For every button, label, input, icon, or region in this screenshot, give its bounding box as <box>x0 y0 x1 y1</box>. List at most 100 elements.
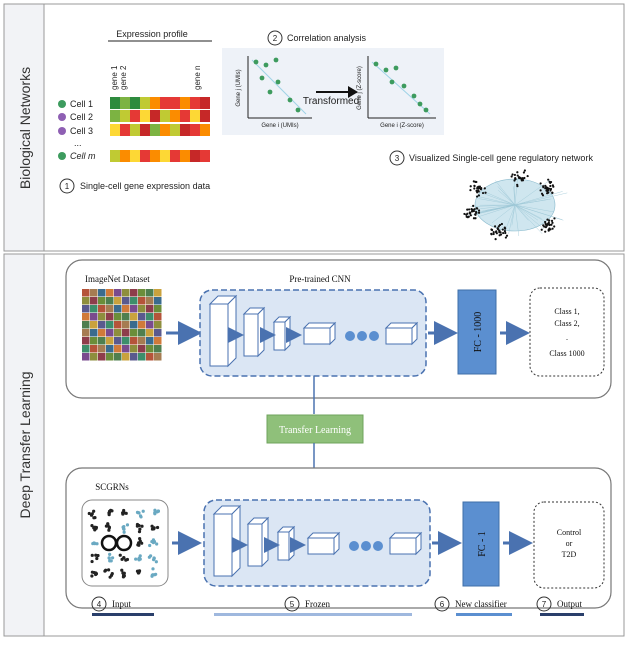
scgrn-node <box>106 522 109 525</box>
network-node <box>473 185 475 187</box>
scgrn-node <box>123 574 126 577</box>
right-plot-xlabel: Gene i (Z-score) <box>380 123 424 129</box>
scgrn-node <box>92 510 95 513</box>
gene-col-label-2: gene 2 <box>119 65 128 90</box>
imagenet-thumbnail <box>122 337 130 345</box>
heatmap-cell <box>140 97 150 109</box>
network-node <box>478 209 480 211</box>
imagenet-thumbnail <box>82 305 90 313</box>
network-node <box>524 169 526 171</box>
output-line-2: or <box>566 539 573 548</box>
imagenet-thumbnail <box>98 329 106 337</box>
network-node <box>549 224 551 226</box>
scgrn-node <box>154 573 157 576</box>
imagenet-thumbnail <box>82 353 90 361</box>
heatmap-cell <box>150 110 160 122</box>
imagenet-thumbnail <box>114 353 122 361</box>
network-node <box>505 236 507 238</box>
imagenet-thumbnail <box>146 321 154 329</box>
imagenet-thumbnail <box>106 313 114 321</box>
heatmap-cell <box>120 110 130 122</box>
heatmap-cell <box>180 124 190 136</box>
imagenet-thumbnail <box>154 337 162 345</box>
imagenet-thumbnail <box>82 313 90 321</box>
input-legend-label: Input <box>112 599 131 609</box>
scgrn-node <box>93 526 96 529</box>
imagenet-thumbnail <box>138 313 146 321</box>
network-node <box>500 233 502 235</box>
network-node <box>465 214 467 216</box>
imagenet-label: ImageNet Dataset <box>85 274 150 284</box>
heatmap-cell <box>120 97 130 109</box>
scgrn-node <box>139 557 142 560</box>
scgrn-node <box>134 558 137 561</box>
imagenet-thumbnail <box>130 297 138 305</box>
network-node <box>493 233 495 235</box>
network-node <box>470 185 472 187</box>
bio-section-title: Biological Networks <box>17 67 33 189</box>
gene-regulatory-network-graphic <box>463 169 567 240</box>
scgrn-node <box>95 557 98 560</box>
network-node <box>549 182 551 184</box>
imagenet-thumbnail <box>146 305 154 313</box>
imagenet-thumbnail <box>154 305 162 313</box>
imagenet-thumbnail <box>122 297 130 305</box>
imagenet-thumbnail <box>130 329 138 337</box>
classes-box <box>530 288 604 376</box>
network-node <box>478 212 480 214</box>
imagenet-thumbnail <box>130 337 138 345</box>
heatmap-cell <box>200 150 210 162</box>
scgrn-node <box>157 509 160 512</box>
imagenet-thumbnail <box>106 337 114 345</box>
fc1000-label: FC - 1000 <box>473 312 484 353</box>
imagenet-thumbnail <box>114 321 122 329</box>
imagenet-thumbnail <box>106 345 114 353</box>
heatmap-cell <box>170 124 180 136</box>
scgrn-node <box>90 560 93 563</box>
network-node <box>474 217 476 219</box>
network-node <box>553 217 555 219</box>
imagenet-thumbnail <box>146 345 154 353</box>
scgrn-node <box>120 569 123 572</box>
imagenet-thumbnail <box>82 321 90 329</box>
cnn-layer-side-face <box>258 308 264 356</box>
transformed-label: Transformed <box>303 96 359 107</box>
scgrn-node <box>90 574 93 577</box>
scgrn-node <box>136 523 139 526</box>
network-node <box>518 176 520 178</box>
network-node <box>473 210 475 212</box>
scgrn-node <box>107 568 110 571</box>
imagenet-thumbnail <box>154 297 162 305</box>
network-node <box>547 179 549 181</box>
cnn-ellipsis-dot <box>357 331 367 341</box>
imagenet-thumbnail <box>106 305 114 313</box>
output-number: 7 <box>542 600 547 609</box>
imagenet-thumbnail <box>90 305 98 313</box>
network-node <box>475 181 477 183</box>
output-line-1: Control <box>557 528 582 537</box>
imagenet-thumbnail <box>98 305 106 313</box>
heatmap-cell <box>150 124 160 136</box>
input-number: 4 <box>97 600 102 609</box>
network-node <box>498 230 500 232</box>
network-node <box>516 171 518 173</box>
imagenet-thumbnail <box>106 353 114 361</box>
heatmap-cell <box>170 110 180 122</box>
cnn-layer-front <box>248 524 262 566</box>
frozen-number: 5 <box>290 600 295 609</box>
cnn-ellipsis-dot <box>349 541 359 551</box>
network-node <box>502 232 504 234</box>
cell-label-2: Cell 2 <box>70 112 93 122</box>
scgrn-node <box>122 556 125 559</box>
imagenet-thumbnail <box>82 337 90 345</box>
cnn-ellipsis-dot <box>369 331 379 341</box>
expression-heatmap <box>110 97 210 162</box>
fc1-label: FC - 1 <box>477 531 488 557</box>
heatmap-cell <box>190 124 200 136</box>
imagenet-thumbnail <box>138 353 146 361</box>
imagenet-thumbnail <box>98 337 106 345</box>
network-node <box>468 208 470 210</box>
heatmap-cell <box>130 150 140 162</box>
heatmap-cell <box>160 150 170 162</box>
scgrn-node <box>119 554 122 557</box>
